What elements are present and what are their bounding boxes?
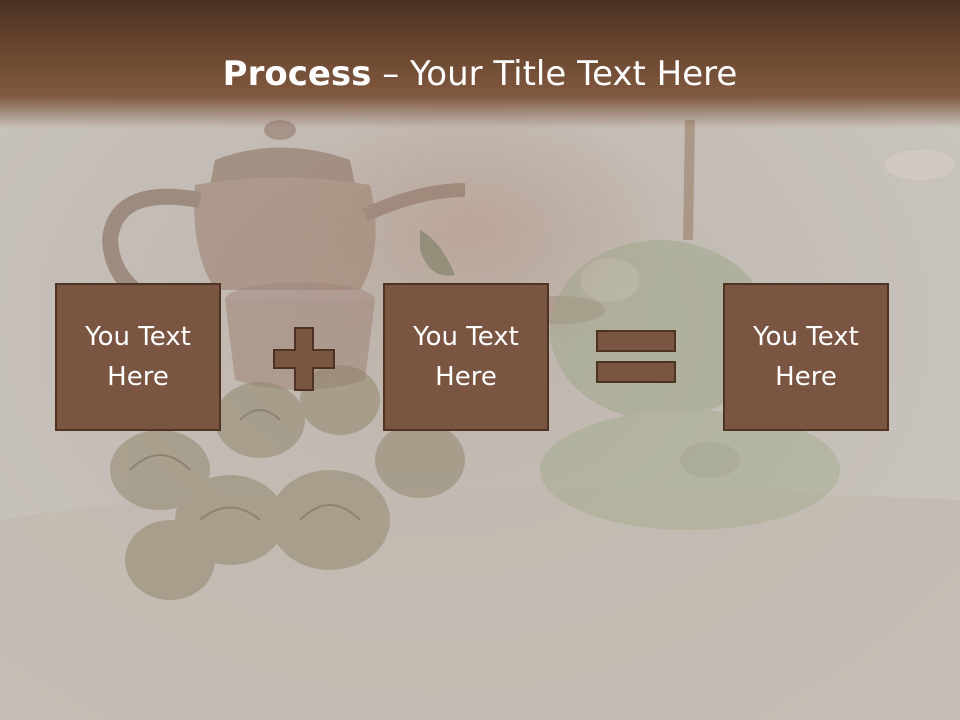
process-box-1-text: You Text Here <box>85 322 191 392</box>
slide-title: Process – Your Title Text Here <box>0 52 960 96</box>
process-box-2[interactable]: You Text Here <box>383 283 549 431</box>
equals-icon <box>596 330 676 383</box>
process-box-2-text: You Text Here <box>413 322 519 392</box>
title-bar <box>0 0 960 128</box>
title-rest: Your Title Text Here <box>410 54 738 94</box>
title-dash: – <box>371 54 411 94</box>
title-bold: Process <box>222 54 372 94</box>
process-box-3[interactable]: You Text Here <box>723 283 889 431</box>
plus-icon <box>273 327 335 391</box>
process-box-3-text: You Text Here <box>753 322 859 392</box>
process-box-1[interactable]: You Text Here <box>55 283 221 431</box>
